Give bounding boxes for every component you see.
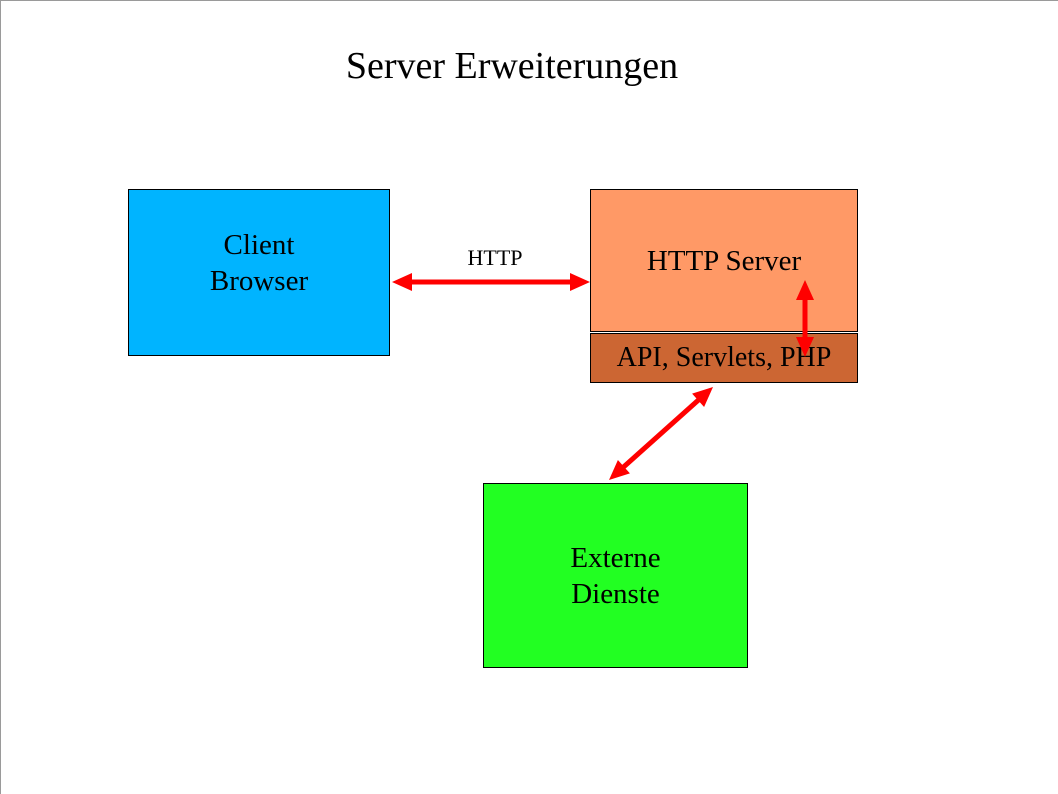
external-services-label: Externe Dienste bbox=[570, 541, 661, 610]
api-servlets-php-label: API, Servlets, PHP bbox=[616, 342, 832, 373]
http-arrow bbox=[392, 273, 590, 291]
slide-border-left bbox=[0, 0, 1, 794]
http-server-box: HTTP Server bbox=[590, 189, 858, 332]
external-services-box: Externe Dienste bbox=[483, 483, 748, 668]
slide-title: Server Erweiterungen bbox=[345, 45, 679, 87]
api-external-arrow-head-end bbox=[609, 460, 630, 480]
api-servlets-php-box: API, Servlets, PHP bbox=[590, 333, 858, 383]
http-edge-label: HTTP bbox=[467, 245, 523, 270]
slide-border-top bbox=[0, 0, 1058, 1]
http-arrow-head-start bbox=[392, 273, 412, 291]
client-browser-label: Client Browser bbox=[209, 228, 309, 297]
api-external-arrow-head-start bbox=[692, 387, 713, 407]
api-external-arrow-shaft bbox=[620, 397, 702, 470]
http-arrow-head-end bbox=[570, 273, 590, 291]
api-external-arrow bbox=[609, 387, 713, 480]
client-browser-box: Client Browser bbox=[128, 189, 390, 356]
http-server-label: HTTP Server bbox=[646, 245, 802, 277]
